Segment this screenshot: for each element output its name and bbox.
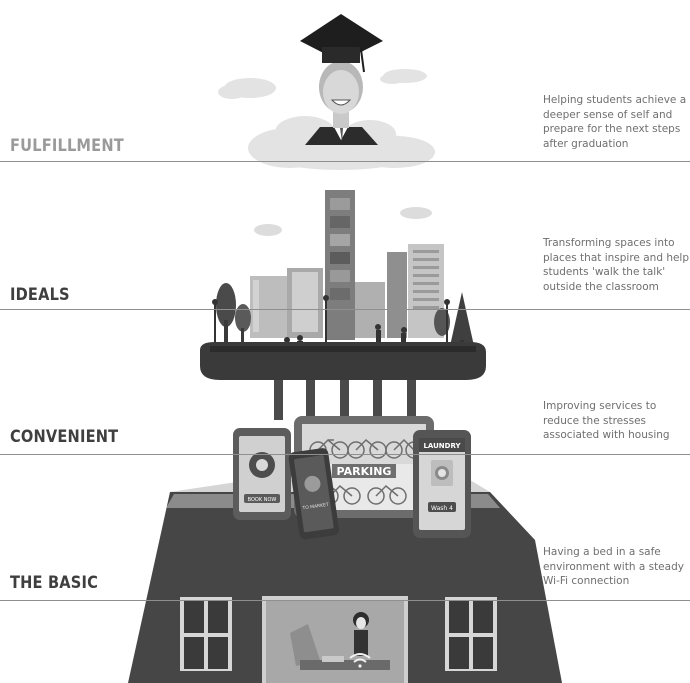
tier-description-fulfillment: Helping students achieve a deeper sense …	[543, 94, 687, 150]
tier-divider-basic	[0, 600, 690, 601]
city-illustration	[200, 190, 486, 420]
laundry-sign: LAUNDRY	[423, 442, 461, 450]
tier-description-ideals: Transforming spaces into places that ins…	[543, 237, 690, 293]
phone-left-button: BOOK NOW	[248, 497, 277, 503]
tier-label-basic: THE BASIC	[10, 573, 99, 593]
tier-label-fulfillment: FULFILLMENT	[10, 136, 124, 156]
phone-middle-button: TO MARKET	[301, 502, 329, 512]
tier-description-basic: Having a bed in a safe environment with …	[543, 546, 684, 587]
tier-label-convenient: CONVENIENT	[10, 427, 119, 447]
washing-machine-icon	[431, 460, 453, 486]
tier-divider-fulfillment	[0, 161, 690, 162]
graduation-cap-icon	[300, 14, 383, 73]
devices-illustration: PARKING BOOK NOW TO MARKET LAUNDRY	[233, 416, 471, 540]
parking-sign: PARKING	[337, 465, 392, 478]
tier-label-ideals: IDEALS	[10, 285, 70, 305]
tier-divider-ideals	[0, 309, 690, 310]
laundry-button: Wash 4	[431, 505, 453, 512]
tier-description-convenient: Improving services to reduce the stresse…	[543, 400, 670, 441]
tier-divider-convenient	[0, 454, 690, 455]
wifi-icon	[349, 653, 371, 668]
graduate-illustration	[218, 14, 435, 170]
